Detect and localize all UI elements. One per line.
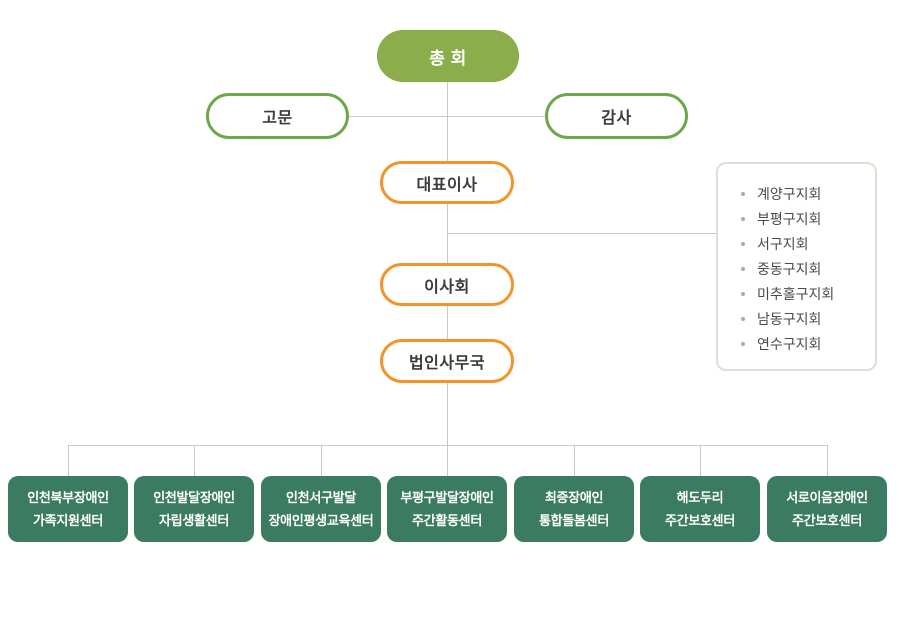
center-box-line1: 해도두리: [676, 490, 724, 505]
branch-item: 미추홀구지회: [741, 281, 875, 306]
center-box-seoroieum: 서로이음장애인 주간보호센터: [767, 476, 887, 542]
node-office: 법인사무국: [380, 339, 514, 383]
branch-item: 중동구지회: [741, 256, 875, 281]
center-box-line1: 인천발달장애인: [153, 490, 235, 505]
center-box-line2: 가족지원센터: [33, 513, 103, 528]
branch-item-label: 서구지회: [757, 235, 809, 252]
bullet-icon: [741, 266, 745, 271]
center-box-lifelong-education: 인천서구발달 장애인평생교육센터: [261, 476, 381, 542]
center-box-line1: 인천서구발달: [286, 490, 356, 505]
center-box-independent-living: 인천발달장애인 자립생활센터: [134, 476, 254, 542]
branch-item: 계양구지회: [741, 181, 875, 206]
center-box-daytime-activity: 부평구발달장애인 주간활동센터: [387, 476, 507, 542]
bullet-icon: [741, 316, 745, 321]
center-box-integrated-care: 최증장애인 통합돌봄센터: [514, 476, 634, 542]
connector-drop-4: [447, 445, 448, 476]
branch-item-label: 남동구지회: [757, 310, 822, 327]
branch-item-label: 미추홀구지회: [757, 285, 835, 302]
center-box-line2: 장애인평생교육센터: [268, 513, 374, 528]
center-box-line1: 인천북부장애인: [27, 490, 109, 505]
connector-drop-6: [700, 445, 701, 476]
branch-item: 남동구지회: [741, 306, 875, 331]
branch-item-label: 중동구지회: [757, 260, 822, 277]
node-general-assembly-label: 총 회: [429, 48, 467, 68]
node-advisor-label: 고문: [262, 110, 293, 127]
node-board-label: 이사회: [424, 278, 470, 296]
center-box-line2: 통합돌봄센터: [539, 513, 609, 528]
bullet-icon: [741, 341, 745, 346]
node-general-assembly: 총 회: [377, 30, 519, 82]
connector-branch-panel: [447, 233, 716, 234]
connector-drop-1: [68, 445, 69, 476]
center-box-line1: 부평구발달장애인: [400, 490, 494, 505]
center-box-family-support: 인천북부장애인 가족지원센터: [8, 476, 128, 542]
connector-drop-3: [321, 445, 322, 476]
connector-drop-2: [194, 445, 195, 476]
node-advisor: 고문: [206, 93, 349, 139]
connector-office-bus: [447, 383, 448, 445]
branch-item: 연수구지회: [741, 331, 875, 356]
bullet-icon: [741, 291, 745, 296]
connector-bus: [68, 445, 828, 446]
center-box-line2: 자립생활센터: [159, 513, 229, 528]
branch-item: 서구지회: [741, 231, 875, 256]
connector-assembly-ceo: [447, 82, 448, 162]
node-office-label: 법인사무국: [408, 355, 486, 372]
center-box-line2: 주간보호센터: [792, 513, 862, 528]
branch-panel: 계양구지회 부평구지회 서구지회 중동구지회 미추홀구지회 남동구지회 연수구지…: [716, 162, 877, 371]
center-box-line2: 주간활동센터: [412, 513, 482, 528]
center-box-line1: 최증장애인: [544, 490, 604, 505]
branch-item-label: 계양구지회: [757, 185, 822, 202]
node-ceo-label: 대표이사: [416, 176, 478, 194]
connector-drop-5: [574, 445, 575, 476]
connector-drop-7: [827, 445, 828, 476]
node-auditor: 감사: [545, 93, 688, 139]
connector-board-office: [447, 306, 448, 339]
bullet-icon: [741, 191, 745, 196]
bullet-icon: [741, 241, 745, 246]
branch-item-label: 연수구지회: [757, 335, 822, 352]
center-box-line2: 주간보호센터: [665, 513, 735, 528]
node-auditor-label: 감사: [601, 110, 632, 127]
center-box-line1: 서로이음장애인: [786, 490, 868, 505]
node-board: 이사회: [380, 263, 514, 306]
node-ceo: 대표이사: [380, 161, 514, 204]
branch-item: 부평구지회: [741, 206, 875, 231]
branch-item-label: 부평구지회: [757, 210, 822, 227]
center-box-haedoduri: 해도두리 주간보호센터: [640, 476, 760, 542]
bullet-icon: [741, 216, 745, 221]
connector-advisor-auditor: [349, 116, 545, 117]
